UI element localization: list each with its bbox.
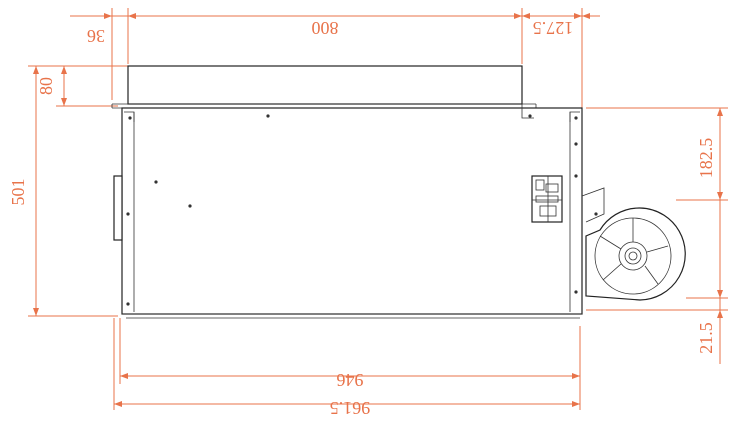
dim-flange-height: 80 (36, 77, 56, 95)
dim-right-upper: 182.5 (696, 138, 716, 179)
top-flange (127, 65, 523, 105)
control-box (531, 175, 563, 223)
bottom-dimension-chain: 946 961.5 (113, 318, 581, 418)
unit-outline (111, 65, 686, 319)
top-dimension-chain: 36 800 127.5 (70, 8, 600, 108)
right-dimension-chain: 182.5 21.5 (586, 107, 728, 364)
blower-housing (585, 207, 686, 301)
main-casing (121, 107, 583, 315)
dim-top-right-offset: 127.5 (533, 18, 574, 38)
dim-top-width: 800 (312, 18, 339, 38)
dim-overall-width: 961.5 (330, 398, 371, 418)
dim-body-width: 946 (337, 370, 364, 390)
dim-top-left-offset: 36 (87, 26, 105, 46)
left-dimension-chain: 80 501 (8, 65, 130, 317)
motor-bracket (581, 187, 605, 223)
dim-right-lower: 21.5 (696, 322, 716, 354)
left-side-tab (113, 175, 123, 241)
dim-total-height: 501 (8, 179, 28, 206)
